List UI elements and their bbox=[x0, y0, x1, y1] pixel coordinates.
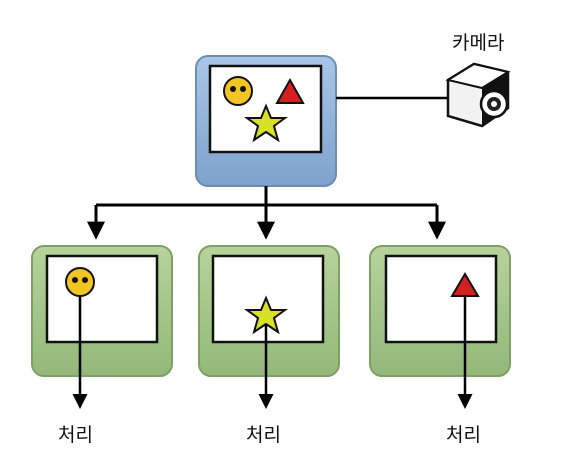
distribution-arrows bbox=[87, 186, 446, 240]
output-frame-star bbox=[198, 245, 340, 409]
star-icon bbox=[243, 103, 289, 143]
source-frame bbox=[195, 55, 337, 187]
camera-icon bbox=[445, 62, 511, 128]
triangle-icon bbox=[275, 77, 305, 104]
process-label-2: 처리 bbox=[246, 424, 281, 446]
camera-label: 카메라 bbox=[452, 32, 505, 54]
output-frame-face bbox=[31, 245, 173, 409]
face-icon bbox=[223, 76, 253, 106]
process-label-3: 처리 bbox=[446, 424, 481, 446]
process-label-1: 처리 bbox=[58, 424, 93, 446]
output-frame-triangle bbox=[369, 245, 511, 409]
